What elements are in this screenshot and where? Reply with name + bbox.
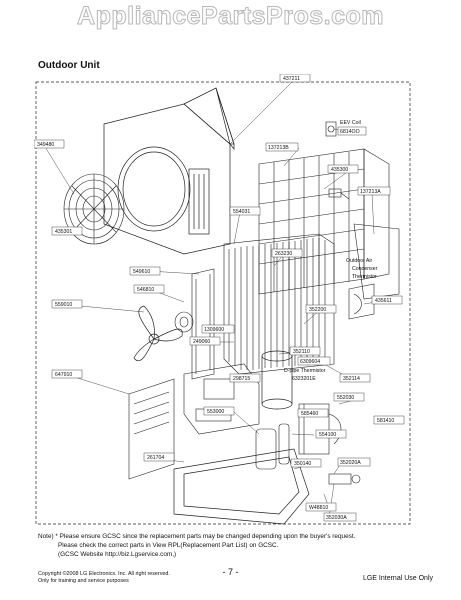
service-valve bbox=[328, 473, 361, 485]
callout-435611: 435611 bbox=[375, 298, 392, 304]
internal-use-label: LGE Internal Use Only bbox=[362, 575, 433, 582]
callout-554031: 554031 bbox=[233, 209, 250, 215]
callout-box bbox=[297, 408, 329, 418]
callout-box bbox=[201, 324, 235, 334]
callout-box bbox=[189, 336, 221, 346]
callout-box bbox=[337, 457, 371, 467]
callout-box bbox=[305, 304, 337, 314]
callout-box bbox=[51, 226, 83, 236]
copyright-text: Copyright ©2008 LG Electronics. Inc. All… bbox=[38, 571, 170, 577]
callout-box bbox=[133, 284, 165, 294]
callout-435300: 435300 bbox=[331, 167, 348, 173]
callout-437211: 437211 bbox=[283, 76, 300, 82]
callout-box bbox=[34, 139, 65, 149]
callout-647910: 647910 bbox=[55, 372, 72, 378]
label-eev-coil: EEV Coil bbox=[340, 120, 361, 126]
diagram-frame bbox=[35, 81, 411, 525]
callout-box bbox=[271, 248, 303, 258]
callout-585460: 585460 bbox=[301, 411, 318, 417]
callout-box bbox=[357, 186, 391, 196]
callout-581410: 581410 bbox=[377, 418, 394, 424]
fan-grille bbox=[63, 173, 125, 245]
label-outdoor-air: Outdoor Air bbox=[346, 258, 373, 264]
section-title: Outdoor Unit bbox=[38, 60, 100, 71]
callout-box bbox=[339, 373, 371, 383]
callout-263230: 263230 bbox=[275, 251, 292, 257]
callout-298715: 298715 bbox=[233, 376, 250, 382]
callout-box bbox=[327, 164, 359, 174]
callout-box bbox=[305, 502, 337, 512]
label-dpipe-thermistor: D-pipe Thermistor bbox=[284, 368, 326, 374]
callout-box bbox=[373, 415, 405, 425]
callout-box bbox=[51, 299, 83, 309]
note-line-3: (GCSC Website http://biz.Lgservice.com,) bbox=[58, 551, 177, 558]
note-line-1: Note) * Please ensure GCSC since the rep… bbox=[38, 533, 356, 540]
motor-bracket bbox=[191, 268, 215, 380]
training-text: Only for training and service purposes bbox=[38, 578, 129, 584]
callout-w48810: W48810 bbox=[309, 505, 328, 511]
callout-350140: 350140 bbox=[294, 461, 311, 467]
callout-559010: 559010 bbox=[55, 302, 72, 308]
callout-box bbox=[337, 126, 367, 136]
callout-6309604: 6309604 bbox=[300, 359, 320, 365]
condenser-coil bbox=[223, 233, 335, 375]
callout-352020a: 352020A bbox=[340, 460, 361, 466]
callout-261704: 261704 bbox=[147, 455, 164, 461]
page-number: - 7 - bbox=[222, 567, 239, 577]
callout-6814oo: 6814OO bbox=[340, 129, 360, 135]
label-dpipe-part: 6323201E bbox=[292, 376, 316, 382]
callout-box bbox=[290, 458, 322, 468]
callout-box bbox=[333, 392, 365, 402]
callout-553000: 553000 bbox=[207, 409, 224, 415]
propeller-fan bbox=[133, 305, 183, 362]
compressor bbox=[261, 350, 293, 410]
footer-copyright: Copyright ©2008 LG Electronics. Inc. All… bbox=[38, 571, 170, 585]
control-box bbox=[183, 363, 260, 435]
callout-352200: 352200 bbox=[309, 307, 326, 313]
callout-box bbox=[129, 266, 161, 276]
callout-137213a: 137213A bbox=[360, 189, 381, 195]
callout-352110: 352110 bbox=[293, 349, 310, 355]
base-pan bbox=[173, 448, 310, 525]
note-line-2: Please check the correct parts in View R… bbox=[58, 542, 279, 549]
callout-box bbox=[143, 452, 175, 462]
label-thermistor: Thermistor bbox=[352, 274, 377, 280]
callout-box bbox=[51, 369, 83, 379]
label-condenser: Condenser bbox=[352, 266, 378, 272]
side-cover-right bbox=[348, 283, 375, 320]
callout-box bbox=[229, 206, 261, 216]
note-block: Note) * Please ensure GCSC since the rep… bbox=[38, 532, 438, 559]
side-panel bbox=[128, 378, 175, 480]
fan-motor bbox=[174, 311, 194, 333]
callout-box bbox=[203, 406, 235, 416]
callout-352030a: 352030A bbox=[326, 515, 347, 521]
callout-box bbox=[371, 295, 403, 305]
callout-546810: 546810 bbox=[137, 287, 154, 293]
callout-1309600: 1309600 bbox=[204, 327, 224, 333]
callout-552030: 552030 bbox=[337, 395, 354, 401]
cabinet-front-panel bbox=[103, 87, 235, 255]
callout-249060: 249060 bbox=[193, 339, 210, 345]
callout-349480: 349480 bbox=[37, 142, 54, 148]
accumulator bbox=[255, 423, 290, 470]
thermistor bbox=[328, 188, 350, 200]
callout-box bbox=[315, 429, 347, 439]
callout-box bbox=[323, 512, 357, 522]
callout-box bbox=[297, 356, 331, 366]
callout-435301: 435301 bbox=[55, 229, 72, 235]
callout-137213b: 137213B bbox=[268, 145, 289, 151]
callout-549610: 549610 bbox=[133, 269, 150, 275]
callout-352114: 352114 bbox=[343, 376, 360, 382]
callout-box bbox=[279, 74, 311, 83]
watermark-logo: AppliancePartsPros.com bbox=[77, 2, 384, 31]
exploded-parts-diagram: 437211 349480 435301 137213B 435300 1372… bbox=[34, 74, 412, 526]
callout-box bbox=[265, 142, 299, 152]
callout-box bbox=[289, 346, 321, 356]
callout-554100: 554100 bbox=[319, 432, 336, 438]
callout-box bbox=[229, 373, 261, 383]
